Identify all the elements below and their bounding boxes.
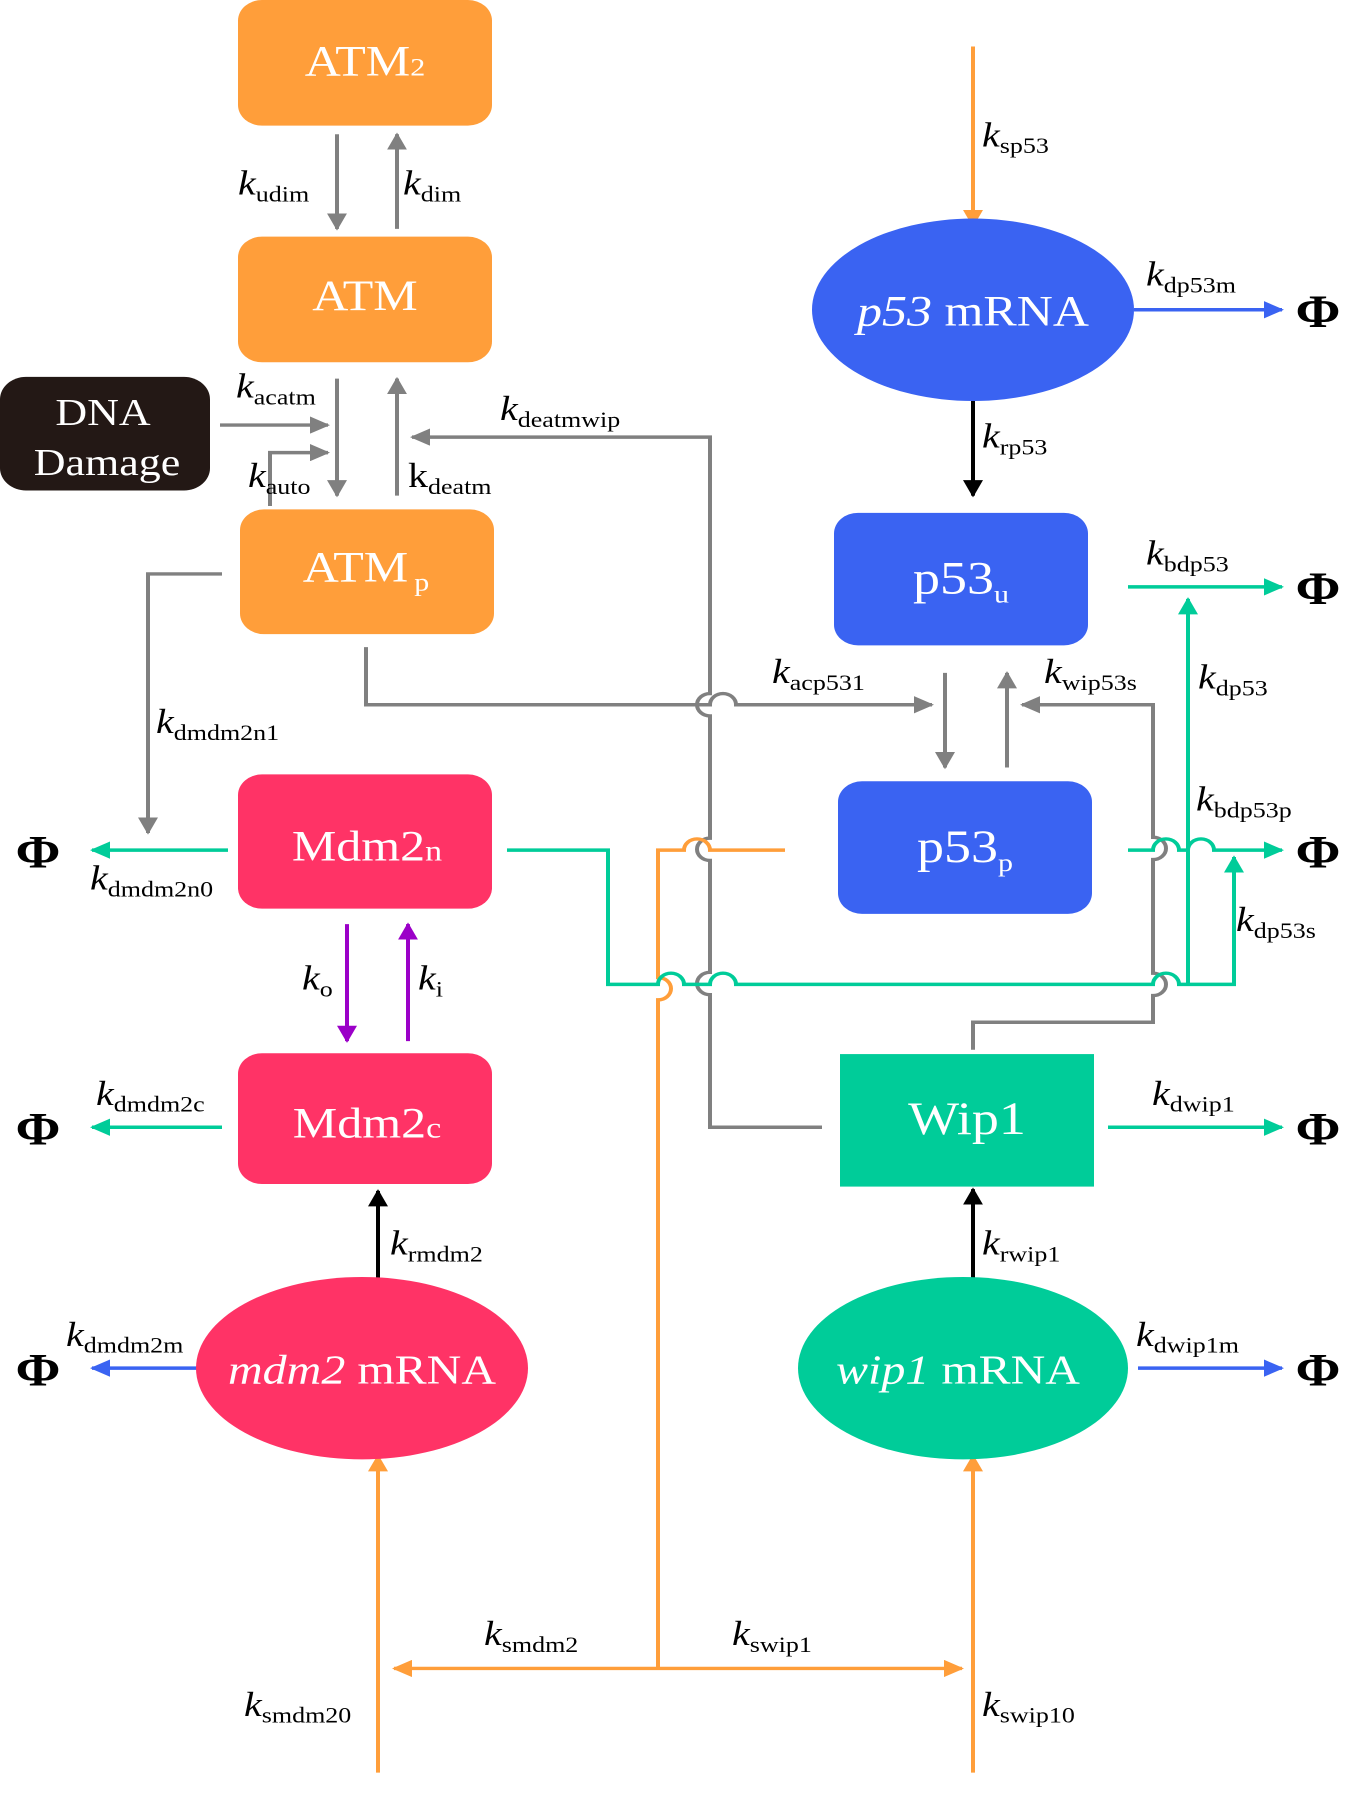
svg-text:p53u: p53u bbox=[913, 552, 1009, 609]
phi-wip1: Φ bbox=[1296, 1103, 1341, 1155]
rate-bdp53p: kbdp53p bbox=[1196, 781, 1292, 823]
svg-text:mdm2 mRNA: mdm2 mRNA bbox=[228, 1347, 496, 1393]
node-mdm2-mrna: mdm2 mRNA bbox=[196, 1276, 528, 1460]
rate-dp53: kdp53 bbox=[1198, 659, 1268, 701]
rate-acatm: kacatm bbox=[236, 368, 316, 410]
arrow-p53p-degradation bbox=[1128, 837, 1284, 859]
rate-dmdm2m: kdmdm2m bbox=[66, 1316, 184, 1358]
rate-rwip1: krwip1 bbox=[982, 1225, 1060, 1267]
rate-swip1: kswip1 bbox=[732, 1616, 812, 1658]
rate-smdm20: ksmdm20 bbox=[244, 1686, 351, 1728]
rate-smdm2: ksmdm2 bbox=[484, 1616, 578, 1658]
node-atm2: ATM2 bbox=[238, 0, 492, 126]
node-p53p: p53p bbox=[838, 781, 1092, 914]
svg-text:p53p: p53p bbox=[917, 821, 1013, 878]
rate-deatmwip: kdeatmwip bbox=[500, 390, 620, 432]
node-atm: ATM bbox=[238, 236, 492, 363]
phi-p53mrna: Φ bbox=[1296, 285, 1341, 337]
svg-text:DNA: DNA bbox=[55, 391, 151, 433]
arrow-atmp-dmdm2n1 bbox=[138, 572, 222, 835]
node-mdm2c: Mdm2c bbox=[238, 1053, 492, 1185]
svg-text:wip1 mRNA: wip1 mRNA bbox=[836, 1347, 1080, 1393]
phi-mdm2c: Φ bbox=[16, 1103, 61, 1155]
rate-auto: kauto bbox=[248, 458, 311, 500]
node-p53-mrna: p53 mRNA bbox=[812, 218, 1134, 401]
phi-wip1mrna: Φ bbox=[1296, 1344, 1341, 1396]
rate-i: ki bbox=[418, 960, 443, 1002]
phi-p53p: Φ bbox=[1296, 826, 1341, 878]
node-dna-damage: DNA Damage bbox=[0, 376, 210, 491]
node-wip1: Wip1 bbox=[840, 1054, 1094, 1187]
rate-acp531: kacp531 bbox=[772, 654, 865, 696]
phi-mdm2n: Φ bbox=[16, 826, 61, 878]
rate-dmdm2n1: kdmdm2n1 bbox=[156, 704, 279, 746]
rate-sp53: ksp53 bbox=[982, 117, 1049, 159]
rate-swip10: kswip10 bbox=[982, 1686, 1075, 1728]
node-p53u: p53u bbox=[834, 512, 1088, 646]
rate-o: ko bbox=[302, 960, 333, 1002]
svg-text:Mdm2n: Mdm2n bbox=[292, 823, 442, 871]
svg-text:Wip1: Wip1 bbox=[908, 1093, 1026, 1145]
rate-dwip1: kdwip1 bbox=[1152, 1075, 1235, 1117]
node-mdm2n: Mdm2n bbox=[238, 774, 492, 909]
rate-dmdm2c: kdmdm2c bbox=[96, 1075, 205, 1117]
rate-bdp53: kbdp53 bbox=[1146, 535, 1229, 577]
svg-text:ATM2: ATM2 bbox=[305, 38, 426, 86]
rate-wip53s: kwip53s bbox=[1044, 654, 1137, 696]
rate-deatm: kdeatm bbox=[408, 458, 492, 500]
rate-dmdm2n0: kdmdm2n0 bbox=[90, 860, 213, 902]
svg-text:Mdm2c: Mdm2c bbox=[293, 1100, 441, 1148]
rate-dim: kdim bbox=[403, 165, 461, 207]
node-wip1-mrna: wip1 mRNA bbox=[798, 1276, 1128, 1460]
svg-text:Damage: Damage bbox=[34, 441, 181, 483]
svg-text:p53 mRNA: p53 mRNA bbox=[854, 287, 1089, 335]
phi-mdm2mrna: Φ bbox=[16, 1344, 61, 1396]
svg-text:ATM: ATM bbox=[312, 272, 418, 320]
rate-rmdm2: krmdm2 bbox=[390, 1225, 483, 1267]
arrow-mdm2n-degradation bbox=[507, 848, 1244, 987]
rate-dp53s: kdp53s bbox=[1236, 902, 1316, 944]
rate-dwip1m: kdwip1m bbox=[1136, 1316, 1239, 1358]
arrow-auto-activation bbox=[268, 444, 330, 506]
rate-dp53m: kdp53m bbox=[1146, 256, 1236, 298]
rate-rp53: krp53 bbox=[982, 418, 1047, 460]
arrow-p53-transcription bbox=[656, 837, 785, 1669]
arrow-atmp-acp531 bbox=[364, 647, 934, 714]
rate-udim: kudim bbox=[238, 165, 309, 207]
phi-p53u: Φ bbox=[1296, 563, 1341, 615]
